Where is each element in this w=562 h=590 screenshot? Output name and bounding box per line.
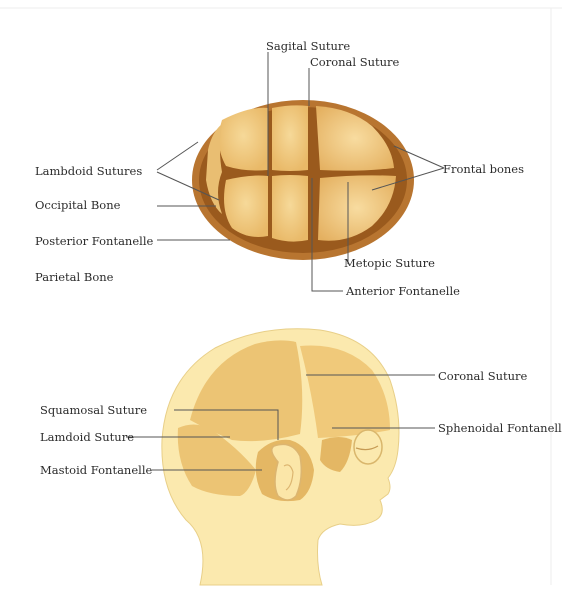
parietal-bone-lower-right (272, 175, 308, 242)
label-anterior-fontanelle: Anterior Fontanelle (346, 284, 460, 298)
eye-icon (354, 430, 382, 464)
frontal-bone-upper (316, 106, 394, 171)
side-head-view (162, 329, 399, 585)
label-parietal-bone: Parietal Bone (35, 270, 113, 284)
label-mastoid-fontanelle: Mastoid Fontanelle (40, 463, 152, 477)
label-lambdoid-sutures: Lambdoid Sutures (35, 164, 142, 178)
label-coronal-suture-top: Coronal Suture (310, 55, 399, 69)
label-squamosal-suture: Squamosal Suture (40, 403, 147, 417)
label-posterior-fontanelle: Posterior Fontanelle (35, 234, 153, 248)
label-coronal-suture-side: Coronal Suture (438, 369, 527, 383)
label-lamdoid-suture: Lamdoid Suture (40, 430, 134, 444)
label-occipital-bone: Occipital Bone (35, 198, 120, 212)
label-metopic-suture: Metopic Suture (344, 256, 435, 270)
label-frontal-bones: Frontal bones (443, 162, 524, 176)
label-sagital-suture: Sagital Suture (266, 39, 350, 53)
parietal-bone-upper-left (219, 108, 268, 171)
label-sphenoidal-fontanelle: Sphenoidal Fontanelle (438, 421, 562, 435)
top-skull-view (192, 100, 414, 260)
parietal-bone-upper-right (272, 105, 308, 171)
ear-icon (272, 444, 302, 500)
